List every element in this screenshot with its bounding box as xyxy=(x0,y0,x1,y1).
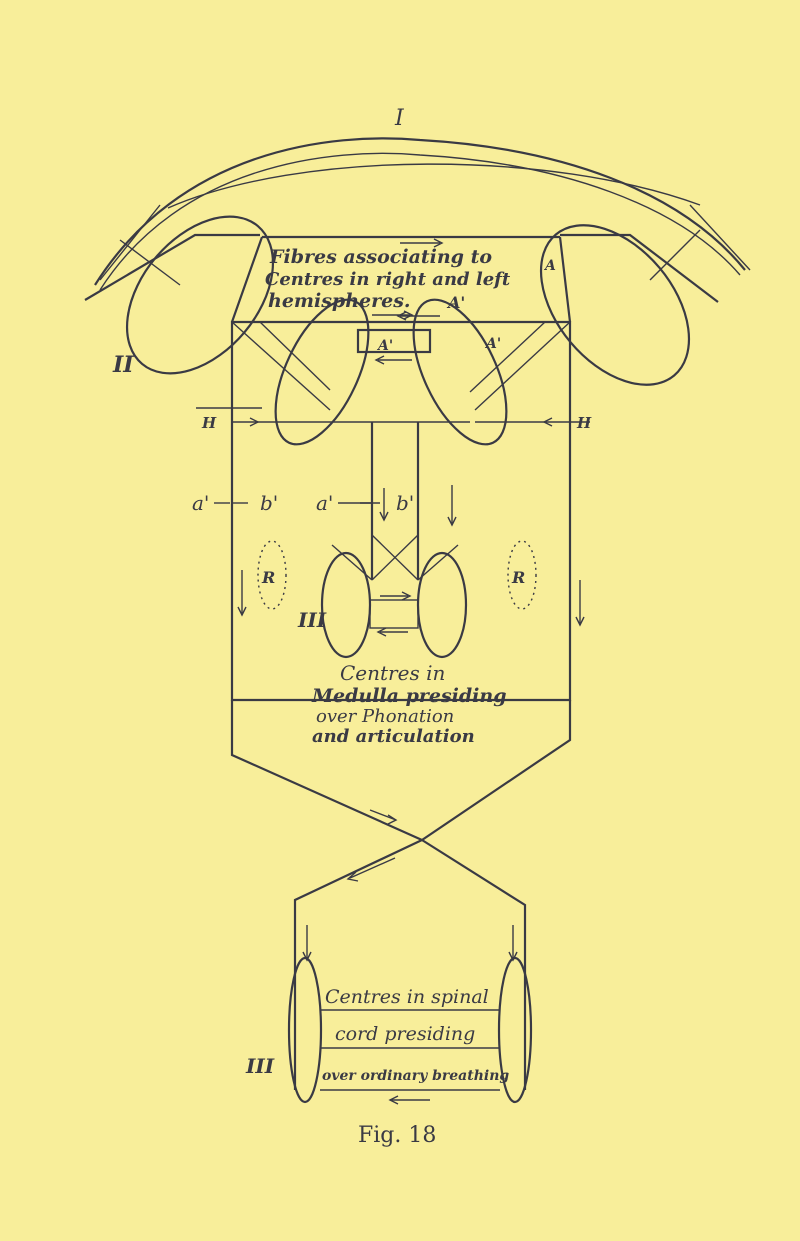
spinal-left-centre xyxy=(287,956,323,1104)
label-a-left: a' xyxy=(192,491,209,515)
page-number: I xyxy=(394,106,405,131)
medulla-lower-left-centre xyxy=(320,551,372,659)
spinal-label-line1: Centres in spinal xyxy=(325,986,489,1008)
brain-outer-arch-inner xyxy=(99,152,741,291)
medulla-label-line4: and articulation xyxy=(312,726,475,747)
medulla-label-line1: Centres in xyxy=(340,661,445,685)
spinal-label-line3: over ordinary breathing xyxy=(322,1068,509,1084)
arrow-head xyxy=(396,311,407,321)
spinal-right-edge xyxy=(421,839,527,1090)
right-brain-edge xyxy=(560,233,719,303)
spinal-left-edge xyxy=(293,839,423,1090)
label-roman-2: II xyxy=(112,352,134,378)
arrow-head xyxy=(387,814,398,825)
cross-line-2 xyxy=(371,534,419,581)
brain-outer-arch xyxy=(94,137,746,286)
arrow-head xyxy=(508,951,518,962)
label-r-right: R xyxy=(511,568,525,587)
medulla-top-connector xyxy=(356,328,432,354)
medulla-upper-left-centre xyxy=(274,298,370,446)
arrow-head xyxy=(575,616,585,627)
label-roman-3b: III xyxy=(245,1054,275,1078)
fibres-label-line1: Fibres associating to xyxy=(269,246,492,268)
medulla-diag-right-2 xyxy=(469,321,546,393)
arrow-head xyxy=(302,951,312,962)
funnel-arrow-left xyxy=(349,857,396,879)
arrow-head xyxy=(346,871,359,882)
arrow-head xyxy=(379,511,389,522)
medulla-lower-right-centre xyxy=(416,551,468,659)
arrow-head xyxy=(542,417,553,427)
label-a-right: A xyxy=(543,258,556,274)
spinal-right-centre xyxy=(497,956,533,1104)
medulla-upper-right-centre xyxy=(412,298,508,446)
arrow-head xyxy=(376,627,387,637)
label-a-upper: A' xyxy=(484,336,501,352)
arrow-head xyxy=(403,310,414,320)
medulla-label-line2: Medulla presiding xyxy=(311,685,506,707)
arrow-head xyxy=(447,516,457,527)
right-r-oval xyxy=(507,540,537,610)
label-b-left: b' xyxy=(260,491,278,515)
brain-arch-line xyxy=(167,163,701,209)
fibres-mark: A' xyxy=(446,293,465,312)
label-a-mid: a' xyxy=(316,491,333,515)
right-cross-line xyxy=(689,204,751,271)
funnel-arrow-right xyxy=(369,809,397,821)
left-cross-line-2 xyxy=(119,239,181,286)
arrow-head xyxy=(433,238,444,248)
arrow-head xyxy=(374,355,385,365)
right-cross-line-2 xyxy=(649,229,701,281)
medulla-diag-right xyxy=(474,321,571,411)
medulla-label-line3: over Phonation xyxy=(316,706,454,727)
arrow-head xyxy=(249,417,260,427)
medulla-diag-left-2 xyxy=(259,321,331,391)
fibres-label-line2: Centres in right and left xyxy=(265,269,511,290)
label-r-left: R xyxy=(261,568,275,587)
fibres-box xyxy=(230,235,572,323)
spinal-label-line2: cord presiding xyxy=(335,1023,475,1045)
label-b-mid: b' xyxy=(396,491,414,515)
cross-line-4 xyxy=(417,544,459,581)
left-brain-edge xyxy=(84,233,260,301)
medulla-diag-left xyxy=(231,321,331,411)
label-h-right: H xyxy=(576,414,592,432)
figure-caption: Fig. 18 xyxy=(358,1123,436,1148)
label-h-left: H xyxy=(201,414,217,432)
label-roman-3a: III xyxy=(297,608,327,632)
arrow-head xyxy=(401,591,412,601)
medulla-lower-connector xyxy=(369,599,419,629)
arrow-head xyxy=(237,606,247,617)
arrow-head xyxy=(388,1095,399,1105)
left-cross-line xyxy=(99,204,161,281)
label-a-top: A' xyxy=(376,338,393,354)
left-r-oval xyxy=(257,540,287,610)
